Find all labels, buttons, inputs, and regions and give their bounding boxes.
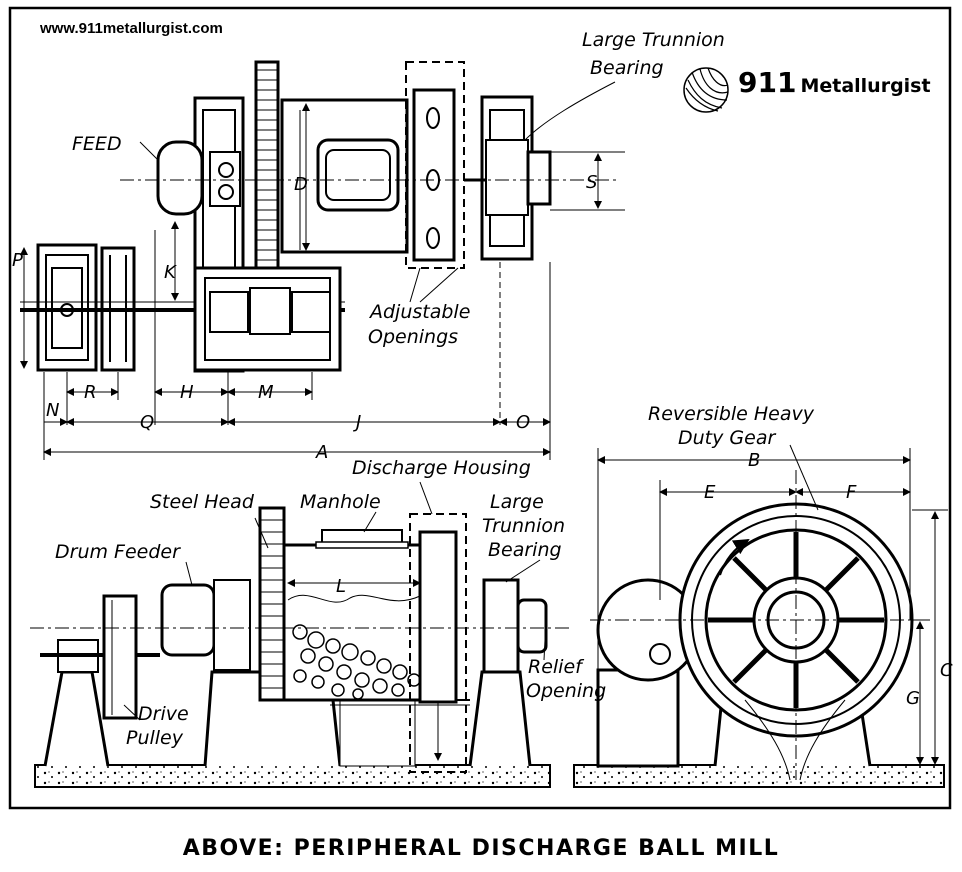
reversible-gear-label-1: Reversible Heavy — [648, 403, 815, 425]
grinding-balls — [292, 624, 421, 700]
dim-a: A — [315, 442, 328, 463]
dim-p: P — [12, 250, 23, 271]
dim-q: Q — [140, 412, 154, 433]
side-trunnion-label-1: Large — [490, 491, 544, 513]
dim-g: G — [906, 688, 920, 709]
dim-m: M — [258, 382, 274, 403]
dim-n: N — [46, 400, 59, 421]
logo-number: 911 — [738, 66, 797, 99]
drive-pulley-label-1: Drive — [138, 703, 189, 725]
dim-h: H — [180, 382, 194, 403]
dim-o: O — [516, 412, 530, 433]
drum-feeder-label: Drum Feeder — [55, 541, 181, 563]
steel-head-label: Steel Head — [150, 491, 255, 513]
side-trunnion-label-2: Trunnion — [482, 515, 565, 537]
relief-opening-label-1: Relief — [528, 656, 585, 678]
adjustable-openings-label-1: Adjustable — [368, 301, 470, 323]
discharge-housing-label: Discharge Housing — [352, 457, 531, 479]
plan-trunnion-bearing — [464, 95, 552, 261]
reversible-gear-label-2: Duty Gear — [678, 427, 776, 449]
dim-s: S — [586, 172, 597, 193]
plan-trunnion-label-1: Large Trunnion — [582, 29, 725, 51]
side-view — [30, 481, 570, 788]
site-url: www.911metallurgist.com — [40, 20, 223, 37]
relief-opening-label-2: Opening — [526, 680, 606, 702]
drive-bearing-block — [36, 243, 98, 372]
dim-d: D — [294, 174, 308, 195]
plan-trunnion-label-2: Bearing — [590, 57, 664, 79]
feed-drum — [156, 140, 241, 216]
plan-view — [20, 60, 625, 460]
dim-j: J — [353, 412, 361, 433]
outer-border — [8, 6, 952, 810]
dim-e: E — [704, 482, 716, 503]
figure-caption: ABOVE: PERIPHERAL DISCHARGE BALL MILL — [182, 836, 780, 861]
plan-gear — [254, 60, 280, 334]
logo-ball-icon — [683, 67, 729, 113]
dim-k: K — [164, 262, 177, 283]
feed-label: FEED — [72, 133, 122, 155]
logo-word: Metallurgist — [800, 74, 931, 97]
dim-r: R — [84, 382, 97, 403]
dim-c: C — [940, 660, 953, 681]
adjustable-openings-label-2: Openings — [368, 326, 458, 348]
dim-b: B — [748, 450, 760, 471]
dim-f: F — [846, 482, 857, 503]
end-view — [573, 444, 948, 788]
dim-l: L — [336, 576, 346, 597]
drive-pulley-label-2: Pulley — [126, 727, 184, 749]
brand-logo: 911 Metallurgist — [682, 66, 931, 99]
manhole-label: Manhole — [300, 491, 381, 513]
side-trunnion-label-3: Bearing — [488, 539, 562, 561]
